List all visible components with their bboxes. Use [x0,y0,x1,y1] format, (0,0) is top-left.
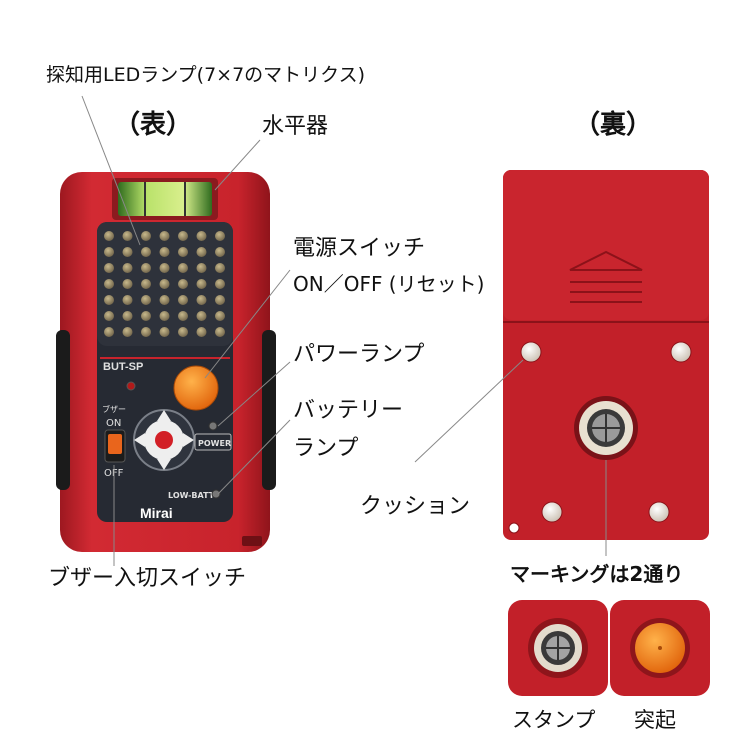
led-dot [178,231,188,241]
led-dot [141,311,151,321]
led-dot [178,247,188,257]
led-dot [196,231,207,241]
led-dot [196,263,207,273]
led-dot [104,327,114,337]
led-dot [141,327,151,337]
back-device [503,170,709,540]
led-matrix [104,231,225,337]
led-dot [215,263,225,273]
led-dot [159,247,170,257]
led-dot [196,247,207,257]
battery-lamp-callout-2: ランプ [293,436,359,461]
led-dot [159,231,170,241]
back-leader-lines [414,359,607,556]
buzzer-text: ブザー [102,404,126,414]
stamp-detail [508,600,608,696]
led-dot [159,327,170,337]
back-heading: （裏） [574,110,653,140]
protrusion-caption: 突起 [634,708,676,732]
battery-lamp-callout: バッテリー [293,398,404,423]
power-lamp-callout: パワーランプ [293,342,425,367]
led-dot [141,279,151,289]
led-dot [122,311,133,321]
marking-callout: マーキングは2通り [510,562,684,586]
led-dot [122,247,133,257]
led-dot [178,311,188,321]
led-dot [104,263,114,273]
led-dot [159,263,170,273]
led-dot [122,231,133,241]
stamp-caption: スタンプ [512,708,596,732]
led-dot [104,247,114,257]
buzzer-switch-callout: ブザー入切スイッチ [48,566,247,591]
brand-logo: Mirai [140,505,173,521]
model-label: BUT-SP [103,361,143,373]
led-dot [122,263,133,273]
led-dot [215,279,225,289]
led-dot [122,327,133,337]
led-dot [141,247,151,257]
led-dot [178,263,188,273]
power-switch-sub-callout: ON／OFF (リセット) [293,272,485,296]
led-dot [104,311,114,321]
led-dot [215,295,225,305]
front-device: BUT-SP ブザー ON OFF POWER LOW-BATT Mirai [56,172,276,552]
level-callout: 水平器 [262,114,329,139]
led-dot [196,327,207,337]
front-leader-lines [81,95,291,566]
led-matrix-callout: 探知用LEDランプ(7×7のマトリクス) [46,64,366,86]
led-dot [196,279,207,289]
led-dot [122,295,133,305]
lowbatt-text: LOW-BATT [168,491,215,500]
led-dot [159,295,170,305]
led-dot [159,279,170,289]
led-dot [104,231,114,241]
led-dot [122,279,133,289]
cushion-callout: クッション [360,494,471,519]
led-dot [215,247,225,257]
led-dot [141,231,151,241]
led-dot [104,279,114,289]
led-dot [215,327,225,337]
led-dot [159,311,170,321]
power-text: POWER [198,439,231,448]
led-dot [196,295,207,305]
led-dot [178,295,188,305]
led-dot [215,311,225,321]
led-dot [104,295,114,305]
led-dot [178,327,188,337]
led-dot [141,295,151,305]
led-dot [141,263,151,273]
led-dot [215,231,225,241]
protrusion-detail [610,600,710,696]
led-dot [196,311,207,321]
power-switch-callout: 電源スイッチ [293,236,426,261]
front-heading: （表） [114,110,193,140]
on-text: ON [106,418,121,429]
led-dot [178,279,188,289]
